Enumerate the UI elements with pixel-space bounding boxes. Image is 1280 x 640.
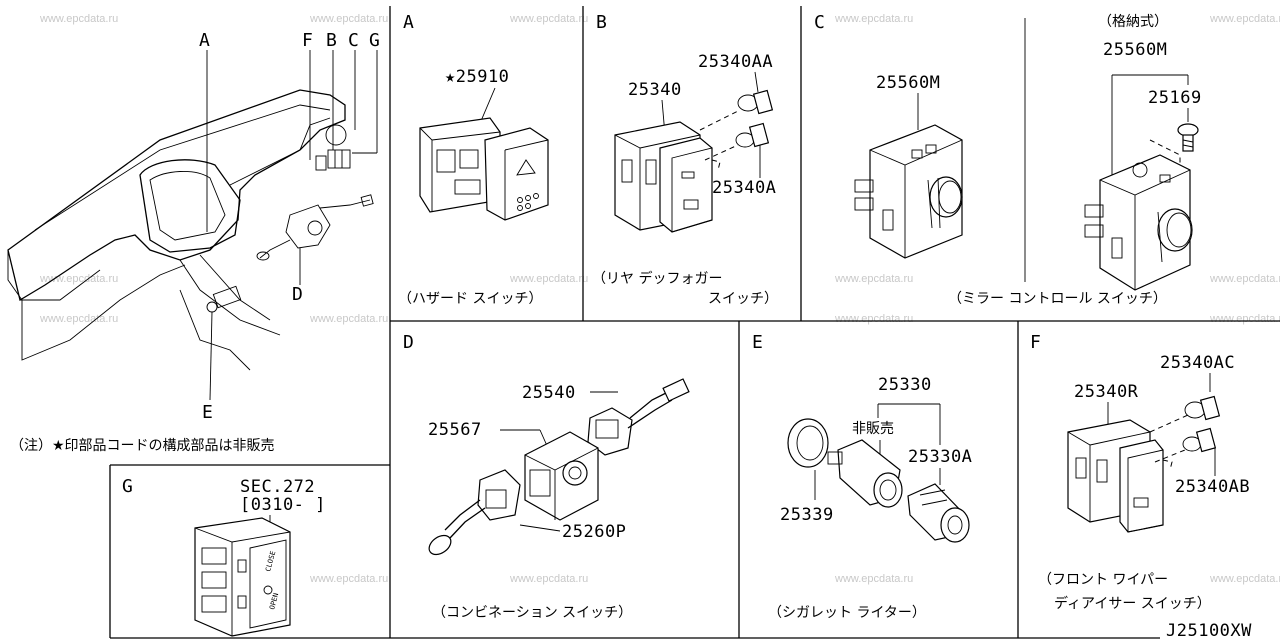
watermark: www.epcdata.ru <box>509 273 588 285</box>
watermark-layer: www.epcdata.ru www.epcdata.ru www.epcdat… <box>39 13 1280 585</box>
callout-c: C <box>348 30 359 51</box>
section-c-mirror-control-switch: C 25560M （格納式） 25560M 25169 <box>814 12 1202 307</box>
caption-rear-defogger-line1: （リヤ デッフォガー <box>592 270 722 287</box>
watermark: www.epcdata.ru <box>1209 273 1280 285</box>
part-number-25340: 25340 <box>628 80 682 100</box>
caption-mirror-control-switch: （ミラー コントロール スイッチ） <box>948 291 1167 307</box>
caption-combination-switch: （コンビネーション スイッチ） <box>432 605 632 621</box>
panel-borders <box>109 6 1280 639</box>
part-number-25339: 25339 <box>780 505 834 525</box>
part-number-25340a: 25340A <box>712 178 776 198</box>
section-e-cigarette-lighter: E 25330 非販売 25330A 25339 （シガレット ライター） <box>752 332 972 621</box>
callout-g: G <box>369 30 380 51</box>
watermark: www.epcdata.ru <box>834 273 913 285</box>
watermark: www.epcdata.ru <box>1209 573 1280 585</box>
part-number-25340ac: 25340AC <box>1160 353 1235 373</box>
part-number-25340r: 25340R <box>1074 382 1139 402</box>
caption-retractable: （格納式） <box>1098 14 1168 30</box>
part-number-25540: 25540 <box>522 383 576 403</box>
callout-f: F <box>302 30 313 51</box>
footnote: （注）★印部品コードの構成部品は非販売 <box>10 438 275 454</box>
section-f-front-wiper-deicer-switch: F 25340R 25340AC 25340AB （フロント ワイパー ディアイ… <box>1030 332 1250 612</box>
section-letter-b: B <box>596 12 607 33</box>
part-number-25340ab: 25340AB <box>1175 477 1250 497</box>
watermark: www.epcdata.ru <box>834 313 913 325</box>
sec-range: [0310- ] <box>240 495 326 515</box>
part-number-25560m-right: 25560M <box>1103 40 1167 60</box>
section-a-hazard-switch: A ★25910 （ハザード スイッチ） <box>398 12 549 307</box>
callout-d: D <box>292 284 303 305</box>
section-letter-f: F <box>1030 332 1041 353</box>
callout-a: A <box>199 30 210 51</box>
watermark: www.epcdata.ru <box>509 13 588 25</box>
watermark: www.epcdata.ru <box>509 573 588 585</box>
section-d-combination-switch: D 25540 25567 25260P （コンビネーション スイッチ） <box>403 332 690 621</box>
part-number-25260p: 25260P <box>562 522 626 542</box>
part-number-25169: 25169 <box>1148 88 1202 108</box>
section-letter-d: D <box>403 332 414 353</box>
watermark: www.epcdata.ru <box>309 13 388 25</box>
part-number-25330: 25330 <box>878 375 932 395</box>
watermark: www.epcdata.ru <box>1209 13 1280 25</box>
caption-hazard-switch: （ハザード スイッチ） <box>398 291 542 307</box>
part-number-25910: ★25910 <box>445 67 509 87</box>
watermark: www.epcdata.ru <box>39 273 118 285</box>
watermark: www.epcdata.ru <box>39 313 118 325</box>
callout-e: E <box>202 402 213 423</box>
dashboard-overview: A F B C G D E （注）★印部品コードの構成部品は非販売 <box>7 30 380 454</box>
watermark: www.epcdata.ru <box>834 13 913 25</box>
section-b-rear-defogger-switch: B 25340 25340AA 25340A （リヤ デッフォガー スイッチ） <box>592 12 778 307</box>
section-g-switch: G SEC.272 [0310- ] CLOSE OPEN <box>122 476 326 637</box>
caption-cigarette-lighter: （シガレット ライター） <box>768 605 926 621</box>
diagram-code: J25100XW <box>1166 621 1252 640</box>
watermark: www.epcdata.ru <box>309 313 388 325</box>
section-letter-e: E <box>752 332 763 353</box>
caption-front-wiper-line2: ディアイサー スイッチ） <box>1054 595 1211 612</box>
caption-front-wiper-line1: （フロント ワイパー <box>1038 572 1168 588</box>
section-letter-g: G <box>122 476 133 497</box>
sec-reference: SEC.272 <box>240 477 315 497</box>
section-letter-c: C <box>814 12 825 33</box>
part-number-25567: 25567 <box>428 420 482 440</box>
watermark: www.epcdata.ru <box>834 573 913 585</box>
section-letter-a: A <box>403 12 414 33</box>
part-number-25560m-left: 25560M <box>876 73 940 93</box>
part-number-25340aa: 25340AA <box>698 52 773 72</box>
watermark: www.epcdata.ru <box>309 573 388 585</box>
part-number-25330a: 25330A <box>908 447 972 467</box>
label-not-sold: 非販売 <box>852 421 894 437</box>
watermark: www.epcdata.ru <box>1209 313 1280 325</box>
watermark: www.epcdata.ru <box>39 13 118 25</box>
callout-b: B <box>326 30 337 51</box>
caption-rear-defogger-line2: スイッチ） <box>708 291 778 307</box>
